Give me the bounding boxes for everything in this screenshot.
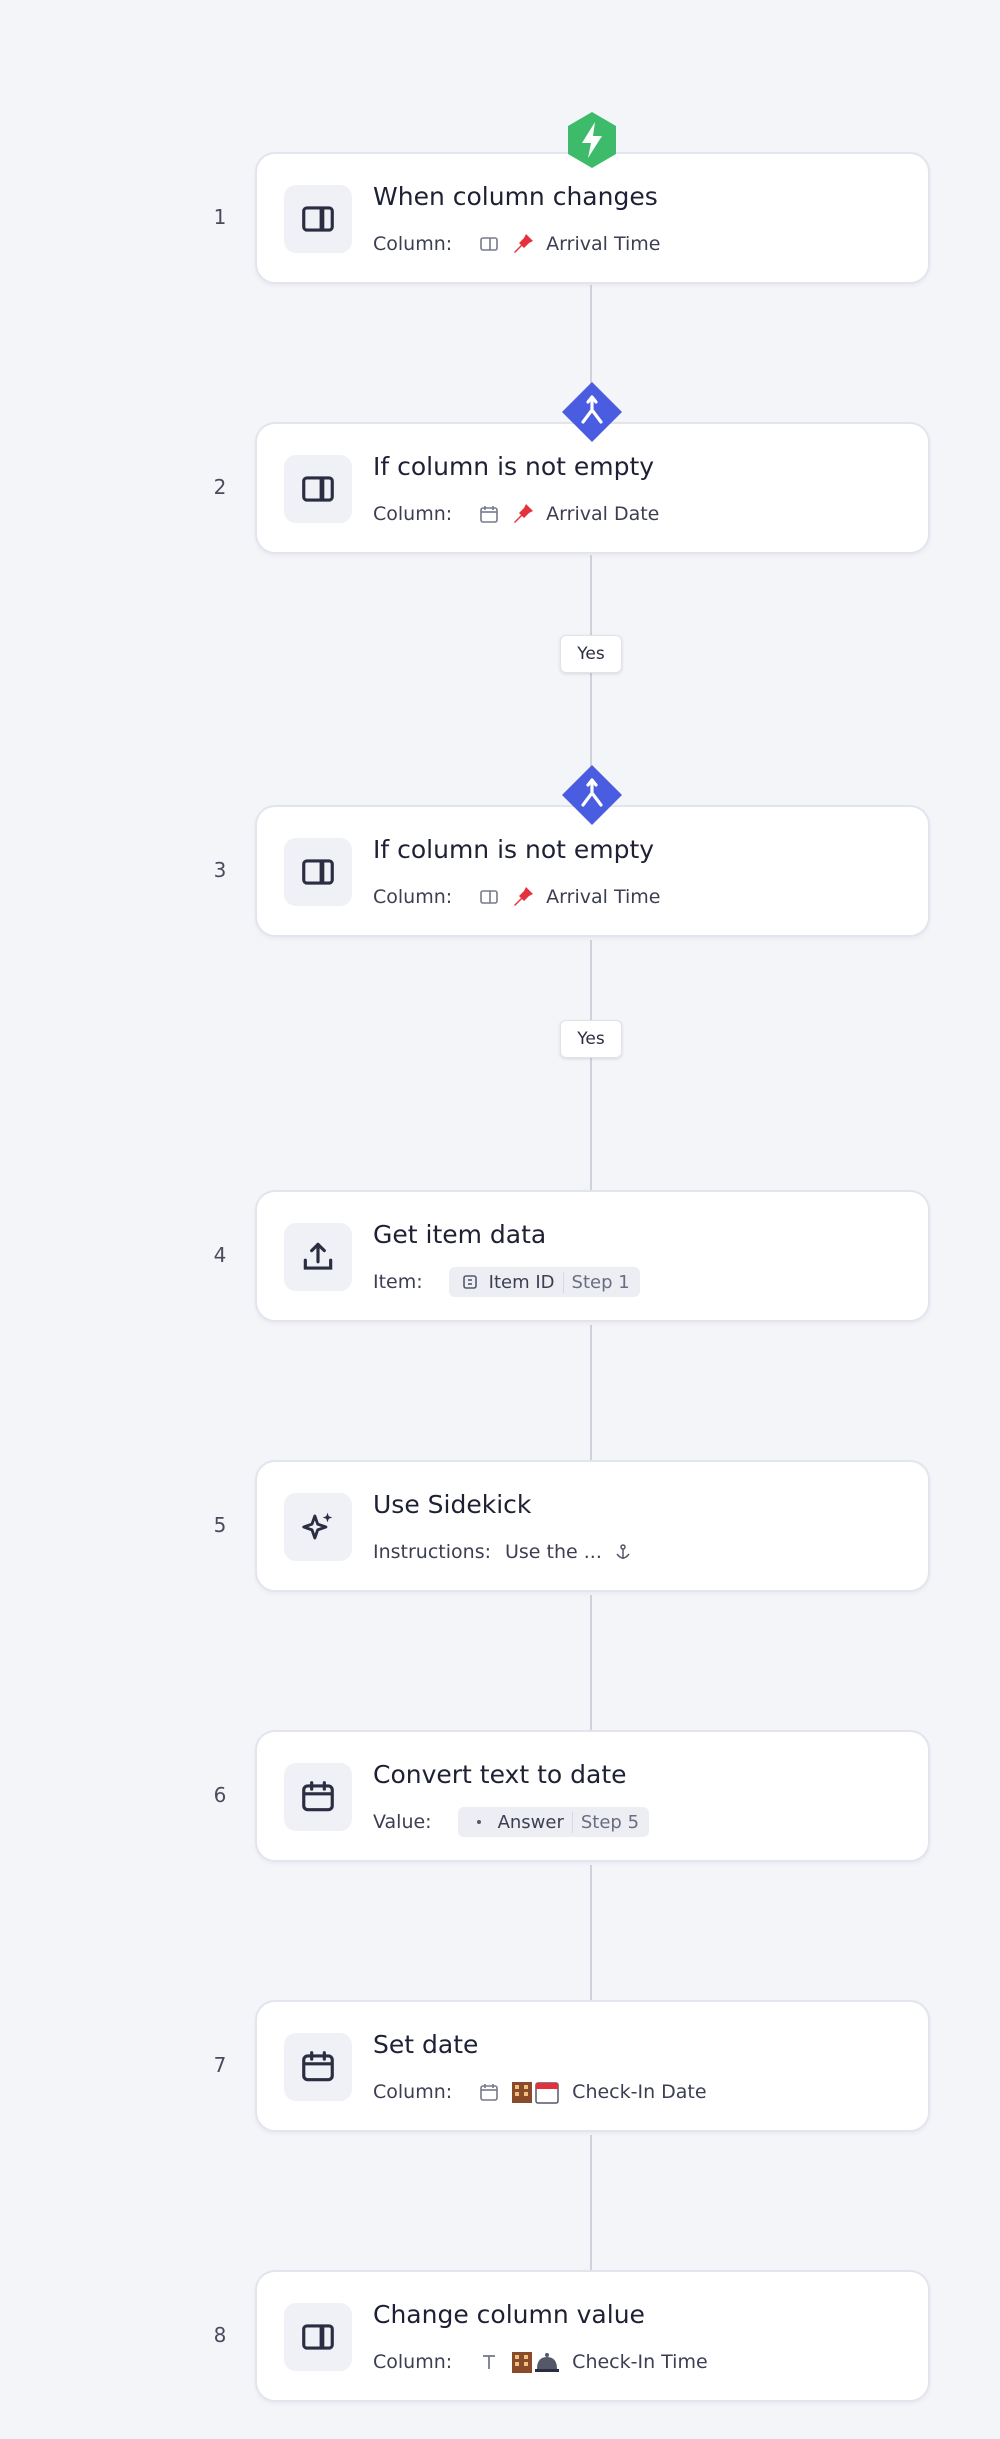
connector-3-4 xyxy=(590,940,592,1190)
date-column-type-icon xyxy=(478,2081,500,2103)
meta-label: Column: xyxy=(373,2351,453,2373)
step-card-set-date[interactable]: Set date Column: Check-In Date xyxy=(255,2000,930,2132)
step-number: 8 xyxy=(213,2323,227,2347)
sparkle-icon xyxy=(284,1493,352,1561)
connector-2-3 xyxy=(590,555,592,805)
connector-5-6 xyxy=(590,1595,592,1730)
step-title: If column is not empty xyxy=(373,835,655,864)
pushpin-icon xyxy=(510,231,536,257)
step-title: Set date xyxy=(373,2030,479,2059)
step-meta: Column: Arrival Time xyxy=(373,881,660,913)
column-name: Check-In Time xyxy=(572,2351,708,2373)
lightning-trigger-icon xyxy=(560,108,624,172)
anchor-icon xyxy=(612,1541,634,1563)
column-name: Arrival Date xyxy=(546,503,660,525)
answer-token[interactable]: Answer Step 5 xyxy=(457,1807,650,1837)
meta-label: Column: xyxy=(373,2081,453,2103)
token-label: Item ID xyxy=(488,1271,555,1293)
token-step: Step 1 xyxy=(562,1271,630,1293)
step-meta: Instructions: Use the ... xyxy=(373,1536,634,1568)
connector-7-8 xyxy=(590,2135,592,2270)
step-meta: Item: Item ID Step 1 xyxy=(373,1266,640,1298)
step-meta: Column: Check-In Date xyxy=(373,2076,707,2108)
calendar-icon xyxy=(284,2033,352,2101)
step-number: 1 xyxy=(213,205,227,229)
pushpin-icon xyxy=(510,501,536,527)
step-card-convert-text-to-date[interactable]: Convert text to date Value: Answer Step … xyxy=(255,1730,930,1862)
connector-1-2 xyxy=(590,285,592,425)
step-meta: Column: Check-In Time xyxy=(373,2346,708,2378)
step-card-change-column-value[interactable]: Change column value Column: Check-In Tim… xyxy=(255,2270,930,2402)
connector-4-5 xyxy=(590,1325,592,1460)
column-icon xyxy=(284,2303,352,2371)
meta-label: Value: xyxy=(373,1811,432,1833)
step-title: Get item data xyxy=(373,1220,547,1249)
step-number: 2 xyxy=(213,475,227,499)
meta-label: Column: xyxy=(373,233,453,255)
step-meta: Value: Answer Step 5 xyxy=(373,1806,650,1838)
item-id-icon xyxy=(459,1271,481,1293)
column-icon xyxy=(284,455,352,523)
step-title: If column is not empty xyxy=(373,452,655,481)
step-card-get-item-data[interactable]: Get item data Item: Item ID Step 1 xyxy=(255,1190,930,1322)
time-column-type-icon xyxy=(478,886,500,908)
calendar-icon xyxy=(284,1763,352,1831)
meta-label: Column: xyxy=(373,503,453,525)
column-name: Arrival Time xyxy=(546,233,661,255)
meta-label: Item: xyxy=(373,1271,423,1293)
branch-label-yes[interactable]: Yes xyxy=(560,635,622,673)
meta-label: Instructions: xyxy=(373,1541,491,1563)
step-card-use-sidekick[interactable]: Use Sidekick Instructions: Use the ... xyxy=(255,1460,930,1592)
column-name: Check-In Date xyxy=(572,2081,707,2103)
instructions-preview: Use the ... xyxy=(505,1541,602,1563)
time-column-type-icon xyxy=(478,233,500,255)
token-label: Answer xyxy=(497,1811,564,1833)
pushpin-icon xyxy=(510,884,536,910)
step-number: 4 xyxy=(213,1243,227,1267)
step-card-if-column-not-empty[interactable]: If column is not empty Column: Arrival T… xyxy=(255,805,930,937)
step-card-if-column-not-empty[interactable]: If column is not empty Column: Arrival D… xyxy=(255,422,930,554)
step-title: Change column value xyxy=(373,2300,645,2329)
column-name: Arrival Time xyxy=(546,886,661,908)
upload-icon xyxy=(284,1223,352,1291)
condition-branch-icon xyxy=(560,763,624,827)
condition-branch-icon xyxy=(560,380,624,444)
column-icon xyxy=(284,185,352,253)
step-number: 3 xyxy=(213,858,227,882)
step-number: 5 xyxy=(213,1513,227,1537)
dot-icon xyxy=(468,1811,490,1833)
item-id-token[interactable]: Item ID Step 1 xyxy=(448,1267,640,1297)
meta-label: Column: xyxy=(373,886,453,908)
text-column-type-icon xyxy=(478,2351,500,2373)
step-card-when-column-changes[interactable]: When column changes Column: Arrival Time xyxy=(255,152,930,284)
hotel-bell-emoji-icon xyxy=(510,2349,562,2375)
step-meta: Column: Arrival Date xyxy=(373,498,659,530)
step-title: Convert text to date xyxy=(373,1760,627,1789)
branch-label-yes[interactable]: Yes xyxy=(560,1020,622,1058)
step-title: When column changes xyxy=(373,182,658,211)
date-column-type-icon xyxy=(478,503,500,525)
hotel-calendar-emoji-icon xyxy=(510,2079,562,2105)
connector-6-7 xyxy=(590,1865,592,2000)
step-number: 6 xyxy=(213,1783,227,1807)
step-meta: Column: Arrival Time xyxy=(373,228,660,260)
column-icon xyxy=(284,838,352,906)
token-step: Step 5 xyxy=(571,1811,639,1833)
step-title: Use Sidekick xyxy=(373,1490,532,1519)
step-number: 7 xyxy=(213,2053,227,2077)
